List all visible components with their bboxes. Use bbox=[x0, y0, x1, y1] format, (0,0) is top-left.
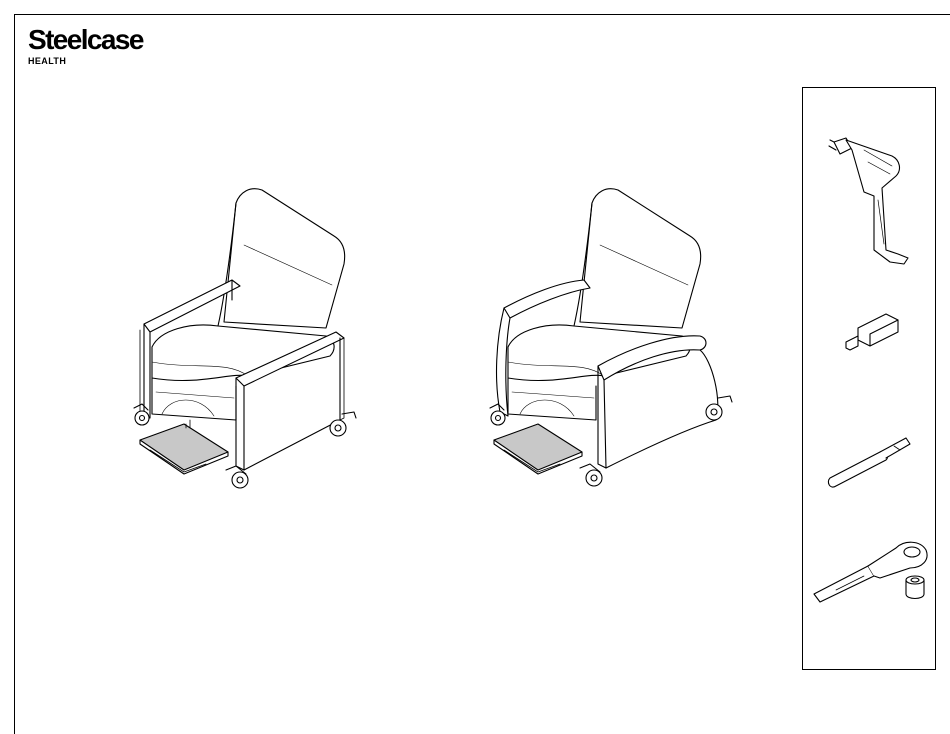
caster-front-right-2 bbox=[580, 464, 602, 486]
caster-front-left bbox=[134, 404, 149, 425]
tools-required-panel bbox=[802, 87, 936, 670]
recliner-chair-curved-arms bbox=[490, 189, 732, 486]
caster-back-right-2 bbox=[706, 396, 732, 420]
caster-front-left-2 bbox=[490, 404, 505, 425]
caster-back-right bbox=[330, 412, 356, 436]
recliner-chair-straight-arms bbox=[134, 189, 356, 488]
